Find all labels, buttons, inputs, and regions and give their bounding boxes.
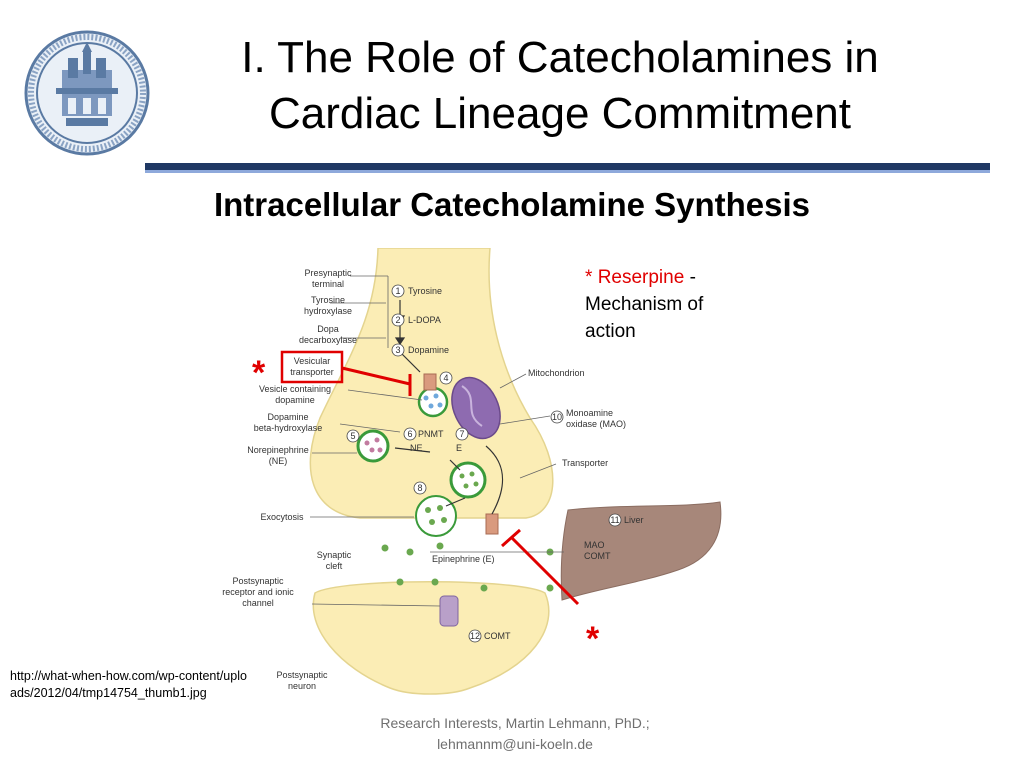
synapse-diagram-svg: * * 1 2 3 4 5 6 7 8 10 11 12 Presynaptic… — [222, 247, 722, 695]
label-presynaptic-1: Presynaptic — [304, 268, 352, 278]
label-dopa-decarboxylase-2: decarboxylase — [299, 335, 357, 345]
label-e: E — [456, 443, 462, 453]
label-synaptic-cleft-1: Synaptic — [317, 550, 352, 560]
label-dopamine: Dopamine — [408, 345, 449, 355]
step-1: 1 — [395, 286, 400, 296]
reserpine-note: * Reserpine - Mechanism of action — [585, 264, 755, 345]
step-5: 5 — [350, 431, 355, 441]
membrane-transporter — [485, 513, 499, 535]
reserpine-note-drug: Reserpine — [597, 267, 685, 288]
title-rule-highlight — [145, 170, 990, 173]
label-dopa-decarboxylase-1: Dopa — [317, 324, 339, 334]
slide-title-line-2: Cardiac Lineage Commitment — [268, 89, 852, 138]
vesicle-ne — [356, 429, 390, 463]
slide-title-line-1: I. The Role of Catecholamines in — [241, 33, 879, 82]
footer-line-1: Research Interests, Martin Lehmann, PhD.… — [380, 715, 650, 731]
label-tyrosine: Tyrosine — [408, 286, 442, 296]
label-postsynaptic-receptor-1: Postsynaptic — [232, 576, 284, 586]
label-tyrosine-hydroxylase-1: Tyrosine — [311, 295, 345, 305]
label-comt: COMT — [484, 631, 511, 641]
label-ne: NE — [410, 443, 423, 453]
label-dopamine-beta-1: Dopamine — [267, 412, 308, 422]
label-presynaptic-2: terminal — [312, 279, 344, 289]
slide-subtitle: Intracellular Catecholamine Synthesis — [0, 186, 1024, 224]
label-postsynaptic-receptor-3: channel — [242, 598, 274, 608]
label-mao-enzyme-2: oxidase (MAO) — [566, 419, 626, 429]
label-postsynaptic-receptor-2: receptor and ionic — [222, 587, 294, 597]
reserpine-star-right: * — [586, 620, 600, 658]
liver-shape — [560, 501, 722, 601]
label-mitochondrion: Mitochondrion — [528, 368, 585, 378]
vesicular-transporter — [423, 373, 437, 391]
synapse-diagram: * * 1 2 3 4 5 6 7 8 10 11 12 Presynaptic… — [200, 247, 740, 700]
university-seal-logo — [24, 30, 150, 156]
label-postsynaptic-neuron-1: Postsynaptic — [276, 670, 328, 680]
vesicle-exocytosis — [415, 495, 457, 537]
step-11: 11 — [610, 515, 619, 525]
label-vesicle-dopamine-1: Vesicle containing — [259, 384, 331, 394]
label-norepinephrine-1: Norepinephrine — [247, 445, 309, 455]
vesicle-dopamine — [417, 386, 449, 418]
label-comt-liver: COMT — [584, 551, 611, 561]
label-epinephrine: Epinephrine (E) — [432, 554, 495, 564]
label-exocytosis: Exocytosis — [260, 512, 304, 522]
label-postsynaptic-neuron-2: neuron — [288, 681, 316, 691]
label-tyrosine-hydroxylase-2: hydroxylase — [304, 306, 352, 316]
vesicle-e — [449, 461, 487, 499]
slide-subtitle-text: Intracellular Catecholamine Synthesis — [213, 186, 811, 223]
label-vesicular-transporter-2: transporter — [290, 367, 334, 377]
step-6: 6 — [407, 429, 412, 439]
step-10: 10 — [552, 412, 562, 422]
step-7: 7 — [459, 429, 464, 439]
step-3: 3 — [395, 345, 400, 355]
reserpine-note-text: - Mechanism of action — [585, 267, 704, 342]
label-mao: MAO — [584, 540, 605, 550]
label-synaptic-cleft-2: cleft — [326, 561, 343, 571]
slide-title: I. The Role of Catecholamines in Cardiac… — [150, 30, 970, 142]
label-vesicle-dopamine-2: dopamine — [275, 395, 315, 405]
footer-line-2: lehmannm@uni-koeln.de — [437, 736, 593, 752]
label-mao-enzyme-1: Monoamine — [566, 408, 613, 418]
label-dopamine-beta-2: beta-hydroxylase — [254, 423, 323, 433]
label-norepinephrine-2: (NE) — [269, 456, 288, 466]
step-2: 2 — [395, 315, 400, 325]
label-transporter: Transporter — [562, 458, 608, 468]
reserpine-note-star: * — [585, 267, 593, 288]
reserpine-star-left: * — [252, 354, 266, 392]
step-4: 4 — [443, 373, 448, 383]
mitochondrion-shape — [451, 376, 501, 440]
postsynaptic-neuron-shape — [312, 581, 550, 695]
image-source-url: http://what-when-how.com/wp-content/uplo… — [10, 669, 247, 700]
label-pnmt: PNMT — [418, 429, 444, 439]
university-seal-icon — [24, 30, 150, 156]
label-vesicular-transporter-1: Vesicular — [294, 356, 331, 366]
step-8: 8 — [417, 483, 422, 493]
reserpine-target-box — [280, 350, 344, 384]
title-rule — [145, 163, 990, 170]
label-liver: Liver — [624, 515, 644, 525]
postsynaptic-receptor — [439, 595, 459, 627]
slide-footer: Research Interests, Martin Lehmann, PhD.… — [330, 713, 700, 755]
label-ldopa: L-DOPA — [408, 315, 441, 325]
step-12: 12 — [470, 631, 480, 641]
